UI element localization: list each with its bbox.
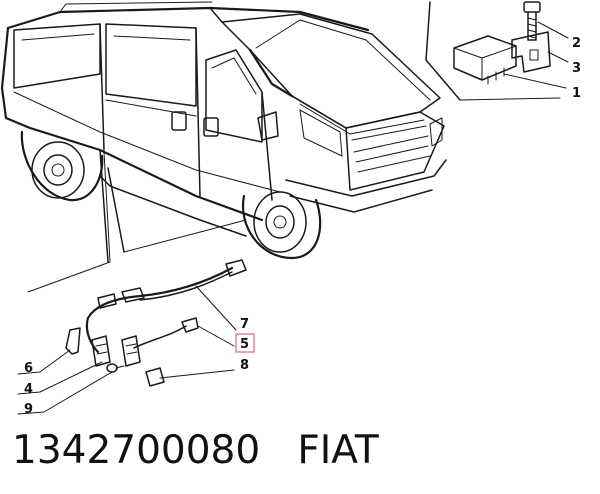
cap-part-8-icon	[145, 367, 165, 387]
callout-5: 5	[240, 337, 249, 352]
callout-2: 2	[572, 36, 581, 51]
callout-6: 6	[24, 361, 33, 376]
front-wheel	[241, 191, 322, 260]
callout-4: 4	[24, 382, 33, 397]
callout-1: 1	[572, 86, 581, 101]
switch-part-4-icon	[91, 335, 111, 367]
connector-top-icon	[225, 259, 247, 277]
van-illustration	[0, 1, 447, 293]
callout-5-highlight-box	[235, 333, 255, 353]
connector-branch-icon	[181, 317, 199, 333]
rear-wheel	[20, 130, 104, 202]
connector-mid-icon	[121, 287, 145, 303]
harness-detail	[17, 259, 247, 415]
callout-7: 7	[240, 317, 249, 332]
brand-name: FIAT	[297, 428, 379, 473]
relay-detail	[425, 1, 569, 101]
connector-left-icon	[97, 293, 117, 309]
switch-part-5-icon	[121, 335, 141, 367]
callout-3: 3	[572, 61, 581, 76]
screw-part-9-icon	[106, 363, 125, 373]
callout-labels: 2 3 1 7 5 6 8 4 9	[24, 36, 581, 417]
relay-box-icon	[453, 35, 517, 85]
part-number-caption: 1342700080 FIAT	[12, 428, 379, 473]
part-number: 1342700080	[12, 428, 261, 473]
callout-9: 9	[24, 402, 33, 417]
callout-8: 8	[240, 358, 249, 373]
bracket-part-6-icon	[65, 327, 81, 355]
bracket-icon	[511, 31, 551, 73]
bolt-icon	[523, 1, 541, 41]
